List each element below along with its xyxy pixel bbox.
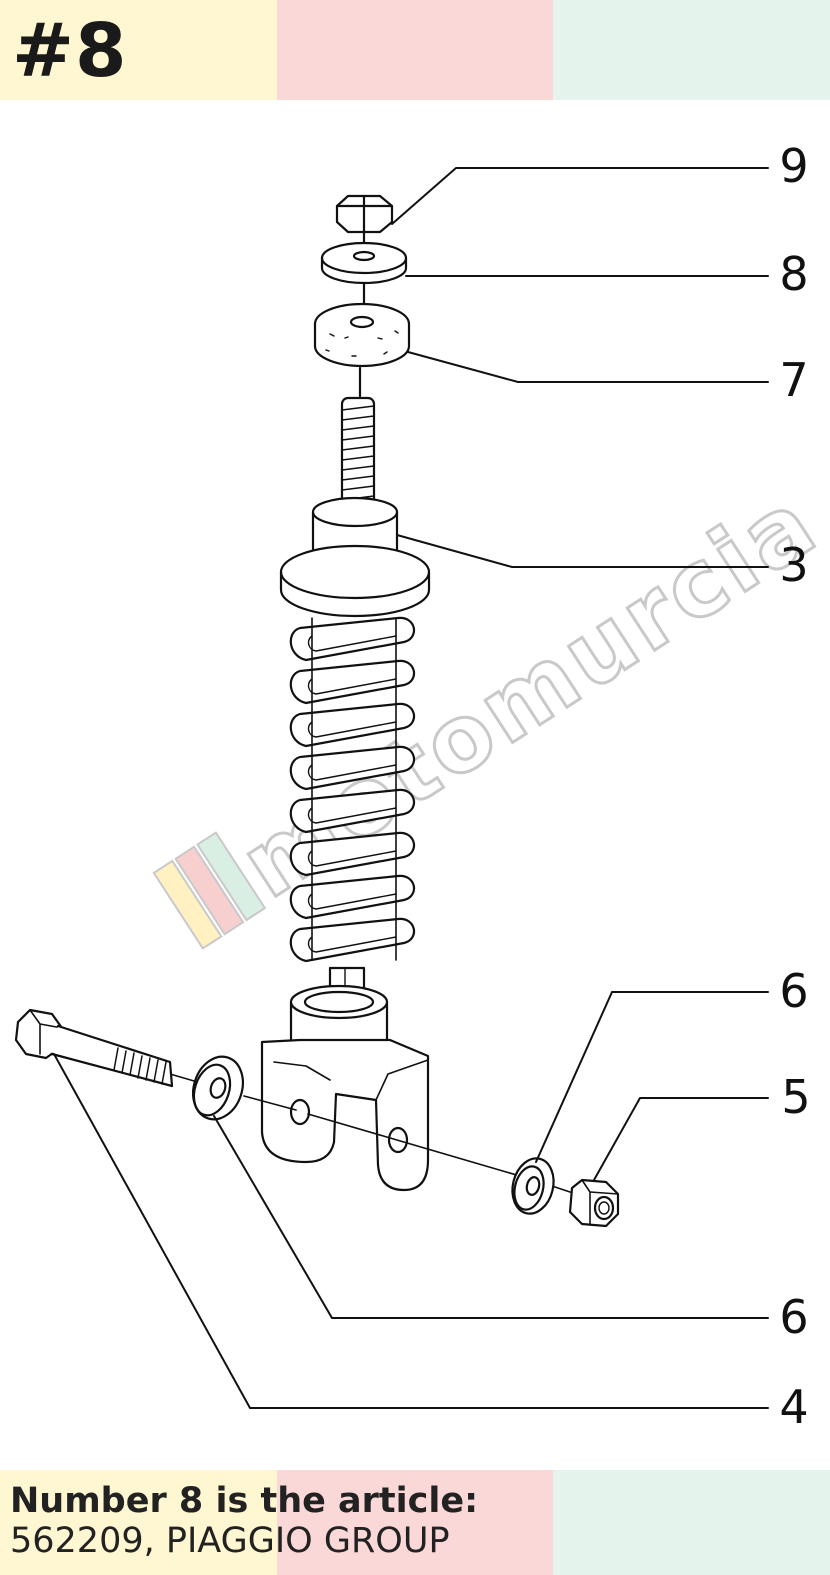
watermark-stripe-green: [196, 831, 267, 922]
spring-coil-inner: [307, 893, 397, 910]
callout-7: 7: [779, 353, 808, 407]
watermark: motomurcia: [152, 467, 830, 950]
spring-coil-inner: [307, 635, 397, 652]
callout-5: 5: [781, 1070, 810, 1124]
band-stripe-yellow: [0, 0, 277, 100]
page-title: #8: [12, 8, 128, 94]
leader-7: [407, 351, 769, 383]
spring-coil-inner: [307, 764, 397, 781]
callout-6-upper: 6: [779, 964, 808, 1018]
leader-3: [396, 534, 769, 568]
band-stripe-pink: [276, 0, 554, 100]
leader-6-lower: [213, 1115, 769, 1319]
spring-coil-inner: [307, 936, 397, 953]
caption-title: Number 8 is the article:: [10, 1481, 479, 1521]
spring-coil-inner: [307, 807, 397, 824]
watermark-stripe-yellow: [152, 859, 223, 950]
callout-8: 8: [779, 247, 808, 301]
part-9-nut: [335, 194, 394, 246]
leader-9: [391, 167, 769, 225]
part-6-washer-left: [192, 1055, 244, 1121]
exploded-parts-diagram: motomurcia: [14, 139, 830, 1434]
band-stripe-yellow: [0, 1470, 277, 1575]
part-7-rubber-bush: [313, 302, 411, 398]
callout-6-lower: 6: [779, 1290, 808, 1344]
leader-lines: [53, 167, 769, 1409]
part-6-washer-right: [511, 1157, 555, 1215]
band-stripe-green: [553, 1470, 830, 1575]
part-3-shock-absorber: [260, 396, 431, 1192]
part-4-bolt: [14, 1008, 174, 1088]
part-8-washer: [320, 241, 408, 308]
callout-3: 3: [779, 538, 808, 592]
spring-coil-inner: [307, 678, 397, 695]
leader-4: [53, 1053, 769, 1409]
part-5-nut: [568, 1178, 620, 1228]
callout-4: 4: [779, 1380, 808, 1434]
leader-6-upper: [535, 991, 769, 1163]
band-stripe-pink: [276, 1470, 554, 1575]
leader-5: [593, 1097, 769, 1181]
footer-band: [0, 1470, 830, 1575]
watermark-stripe-pink: [174, 845, 245, 936]
callout-9: 9: [779, 139, 808, 193]
header-band: [0, 0, 830, 100]
spring-coil-inner: [307, 850, 397, 867]
spring-coil-inner: [307, 721, 397, 738]
caption-article: 562209, PIAGGIO GROUP: [10, 1521, 450, 1561]
band-stripe-green: [553, 0, 830, 100]
